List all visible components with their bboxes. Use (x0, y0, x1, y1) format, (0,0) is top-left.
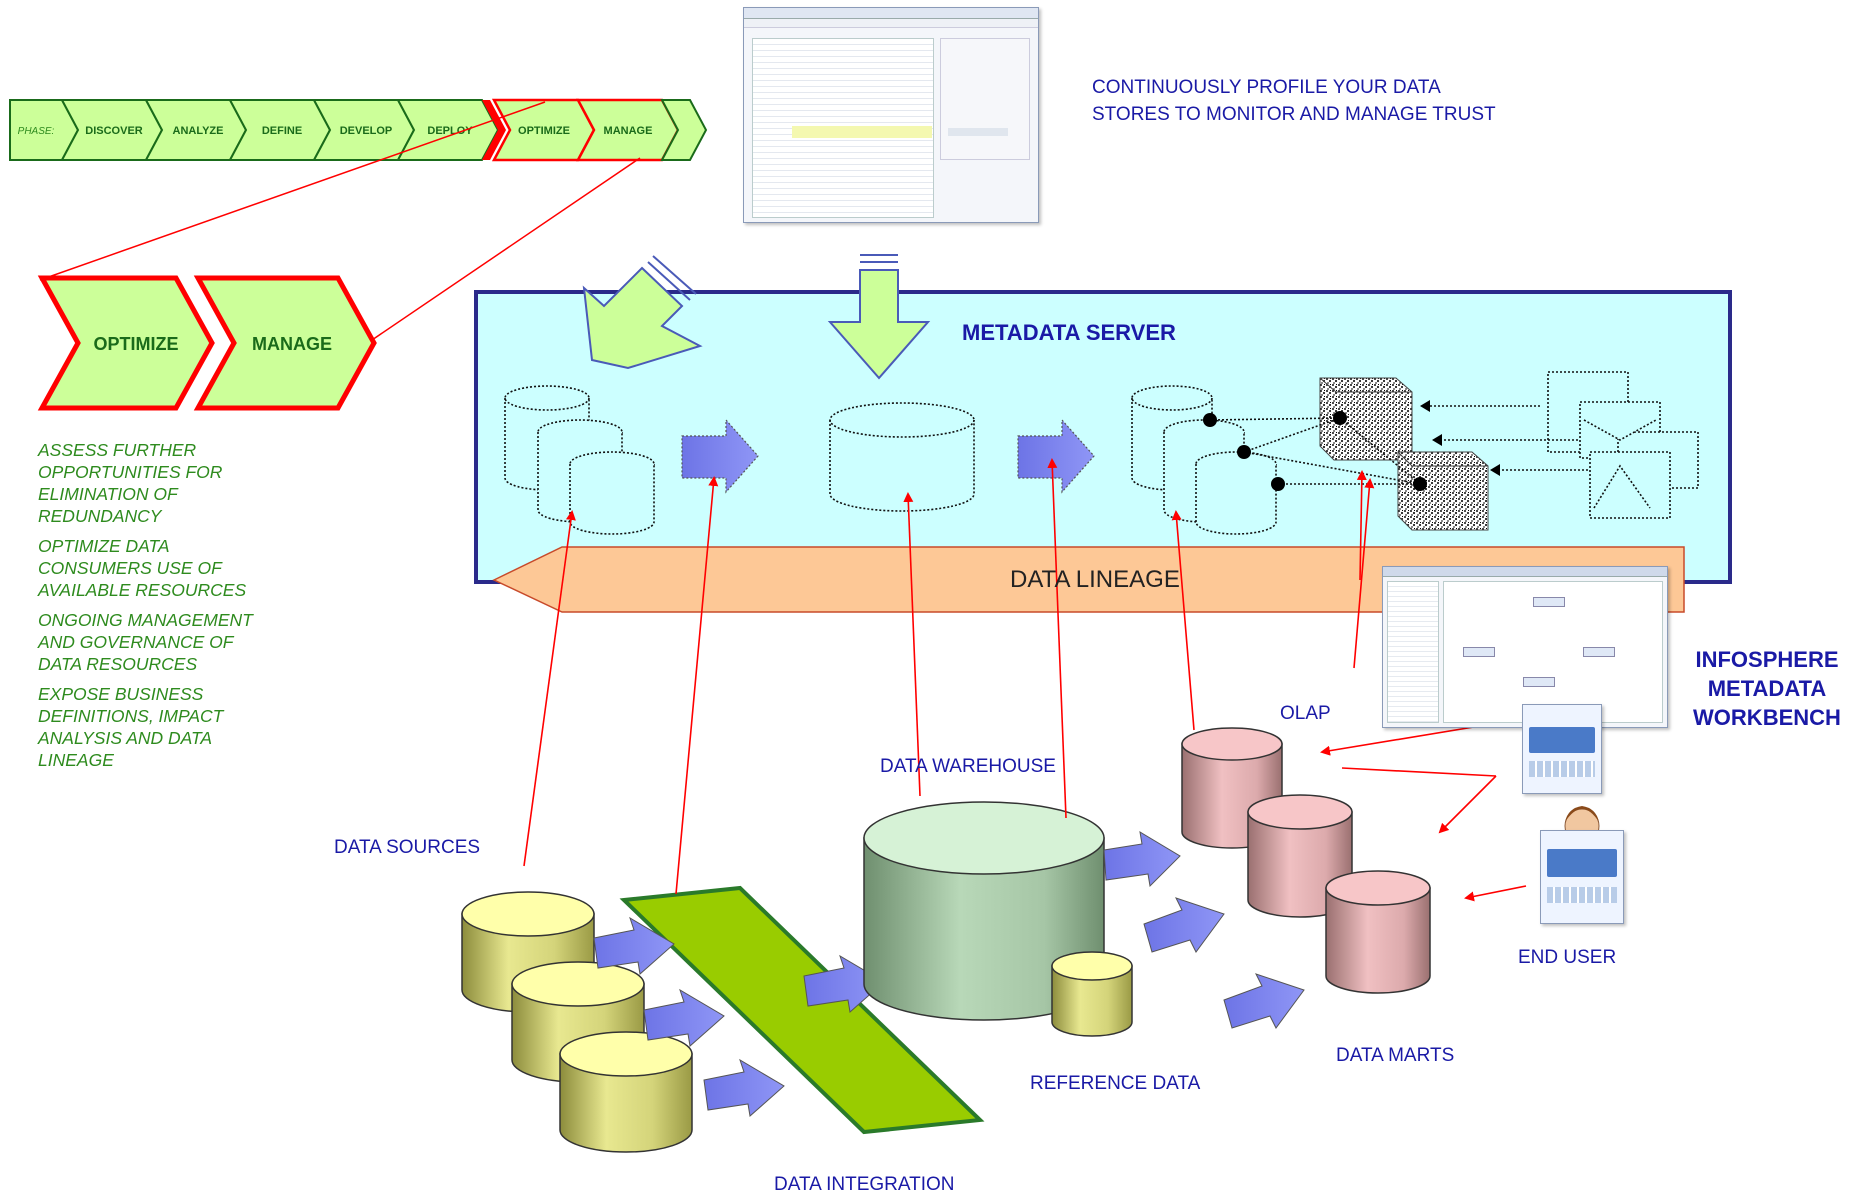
source-flow-arrows (593, 916, 885, 1117)
label-data-marts: DATA MARTS (1336, 1045, 1455, 1066)
workbench-title-line: WORKBENCH (1693, 705, 1841, 730)
chevron-optimize[interactable] (37, 275, 215, 411)
label-data-integration: DATA INTEGRATION (774, 1174, 955, 1195)
olap-cubes (1319, 377, 1489, 531)
phase-step-tail (660, 99, 708, 161)
metadata-red-arrows (523, 458, 1375, 895)
zoom-line-left (39, 101, 546, 281)
goals-list: ASSESS FURTHER OPPORTUNITIES FOR ELIMINA… (38, 439, 273, 771)
phase-divider (482, 100, 506, 160)
flow-arrow-1 (681, 418, 759, 494)
user-report-screenshot (1540, 830, 1624, 924)
goal-item: EXPOSE BUSINESS DEFINITIONS, IMPACT ANAL… (38, 684, 224, 770)
label-reference-data: REFERENCE DATA (1030, 1073, 1201, 1094)
chevron-manage-text: MANAGE (252, 334, 332, 354)
cube-connectors (1209, 417, 1421, 485)
profiling-screenshot (743, 7, 1039, 223)
phase-step-text: ANALYZE (173, 125, 224, 137)
dotted-db-marts (1131, 385, 1277, 535)
zoom-line-right (371, 157, 641, 341)
data-lineage-label: DATA LINEAGE (1010, 566, 1180, 593)
workbench-title-line: METADATA (1707, 676, 1827, 701)
chevron-manage[interactable] (193, 275, 377, 411)
label-end-user: END USER (1518, 947, 1617, 968)
dotted-db-warehouse (829, 402, 975, 512)
workbench-screenshot (1382, 566, 1668, 728)
phase-step-text: OPTIMIZE (518, 125, 570, 137)
zoom-chevrons: OPTIMIZE MANAGE (37, 275, 377, 411)
phase-bar: PHASE: DISCOVER ANALYZE DEFINE DEVELOP D… (9, 98, 708, 162)
source-cylinders (461, 891, 693, 1153)
goal-item: OPTIMIZE DATA CONSUMERS USE OF AVAILABLE… (38, 536, 247, 600)
report-shapes (1547, 371, 1699, 519)
user-report-screenshot (1522, 704, 1602, 794)
profile-note: CONTINUOUSLY PROFILE YOUR DATA STORES TO… (1092, 77, 1496, 125)
report-arrowheads (1420, 400, 1500, 476)
data-integration-band[interactable] (619, 885, 985, 1135)
chevron-optimize-text: OPTIMIZE (94, 334, 179, 354)
phase-step-text: DISCOVER (85, 125, 143, 137)
mart-cylinders (1181, 727, 1431, 994)
metadata-server-title: METADATA SERVER (962, 320, 1176, 345)
phase-step-text: DEFINE (262, 125, 302, 137)
warehouse-cylinder (863, 801, 1105, 1021)
label-data-warehouse: DATA WAREHOUSE (880, 756, 1056, 777)
profile-arrow-down (827, 254, 931, 380)
label-data-sources: DATA SOURCES (334, 837, 481, 858)
goal-item: ONGOING MANAGEMENT AND GOVERNANCE OF DAT… (38, 610, 253, 674)
flow-arrow-2 (1017, 418, 1095, 494)
label-olap: OLAP (1280, 703, 1331, 724)
phase-step-text: DEPLOY (427, 125, 473, 137)
phase-step-text: DEVELOP (340, 125, 393, 137)
dotted-db-sources (504, 385, 655, 535)
mart-flow-arrows (1103, 831, 1305, 1029)
phase-step-text: MANAGE (604, 125, 653, 137)
profile-arrow-diagonal (582, 255, 703, 370)
report-arrows (1428, 405, 1588, 471)
connector-dots (1203, 411, 1427, 491)
reference-data-cylinder (1051, 951, 1133, 1037)
phase-label-text: PHASE: (18, 126, 55, 137)
workbench-title: INFOSPHERE METADATA WORKBENCH (1672, 645, 1862, 732)
workbench-title-line: INFOSPHERE (1695, 647, 1839, 672)
goal-item: ASSESS FURTHER OPPORTUNITIES FOR ELIMINA… (38, 440, 223, 526)
